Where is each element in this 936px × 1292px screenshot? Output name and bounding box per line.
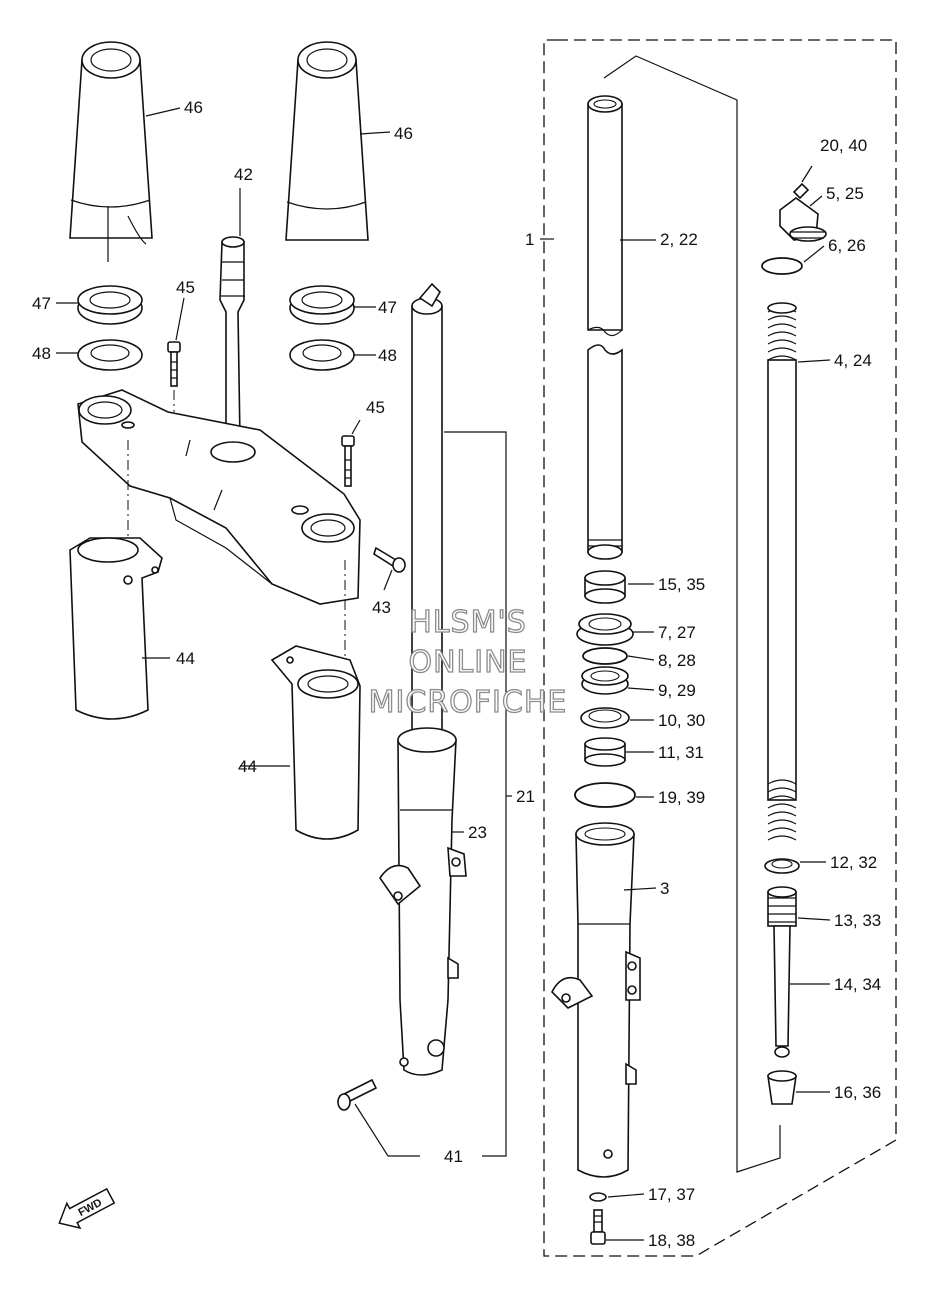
callout-45b: 45 — [366, 398, 385, 417]
fork-cover-upper-left — [69, 41, 153, 262]
callout-6-26: 6, 26 — [828, 236, 866, 255]
callout-3: 3 — [660, 879, 669, 898]
callout-41: 41 — [444, 1147, 463, 1166]
callout-7-27: 7, 27 — [658, 623, 696, 642]
callout-21: 21 — [516, 787, 535, 806]
callout-12-32: 12, 32 — [830, 853, 877, 872]
bushing-10 — [580, 707, 630, 729]
callout-48b: 48 — [378, 346, 397, 365]
callout-18-38: 18, 38 — [648, 1231, 695, 1250]
bushing-15 — [584, 570, 626, 604]
washer-9 — [581, 666, 629, 695]
outer-tube-3 — [551, 822, 641, 1178]
callout-44b: 44 — [238, 757, 257, 776]
seal-ring-47-right — [289, 285, 355, 325]
callout-23: 23 — [468, 823, 487, 842]
callout-47b: 47 — [378, 298, 397, 317]
inner-tube-right-lower — [587, 344, 623, 560]
callout-4-24: 4, 24 — [834, 351, 872, 370]
washer-17 — [589, 1192, 607, 1202]
callout-19-39: 19, 39 — [658, 788, 705, 807]
o-ring-19 — [574, 782, 636, 808]
callout-43: 43 — [372, 598, 391, 617]
bracket-41 — [354, 1103, 420, 1157]
under-bracket — [77, 389, 361, 605]
fork-inner-tube-left — [411, 282, 443, 733]
axle-bolt-41 — [337, 1078, 378, 1111]
callout-labels: 46 46 42 47 48 47 48 45 45 43 44 44 21 2… — [32, 98, 881, 1250]
watermark-line-2: ONLINE — [408, 645, 527, 680]
bracket-21 — [444, 431, 507, 1157]
callout-20-40: 20, 40 — [820, 136, 867, 155]
callout-13-33: 13, 33 — [834, 911, 881, 930]
callout-16-36: 16, 36 — [834, 1083, 881, 1102]
fork-cover-upper-right — [285, 41, 369, 241]
callout-2-22: 2, 22 — [660, 230, 698, 249]
callout-14-34: 14, 34 — [834, 975, 881, 994]
fork-cover-lower-left — [69, 537, 163, 720]
callout-10-30: 10, 30 — [658, 711, 705, 730]
callout-5-25: 5, 25 — [826, 184, 864, 203]
watermark: HLSM'S ONLINE MICROFICHE — [368, 604, 568, 720]
bolt-45-left — [167, 341, 181, 387]
cap-bolt-5 — [779, 197, 827, 242]
steering-stem — [219, 236, 245, 441]
pinch-bolt-43 — [373, 546, 406, 573]
forward-direction-arrow: FWD — [58, 1187, 116, 1230]
washer-48-left — [77, 339, 143, 371]
callout-1: 1 — [525, 230, 534, 249]
callout-42: 42 — [234, 165, 253, 184]
callout-46a: 46 — [184, 98, 203, 117]
callout-47a: 47 — [32, 294, 51, 313]
bolt-18 — [590, 1209, 606, 1245]
callout-9-29: 9, 29 — [658, 681, 696, 700]
damper-rod-14 — [773, 925, 791, 1058]
spacer-12 — [764, 858, 800, 874]
clip-8 — [582, 647, 628, 665]
fork-spring-4 — [767, 302, 797, 841]
bolt-45-right — [341, 435, 355, 487]
bushing-11 — [584, 737, 626, 767]
rebound-spring-13 — [767, 886, 797, 927]
callout-44a: 44 — [176, 649, 195, 668]
oil-seal-7 — [576, 613, 634, 646]
fork-outer-tube-left — [379, 727, 467, 1076]
seal-ring-47-left — [77, 285, 143, 325]
taper-spindle-16 — [767, 1070, 797, 1105]
washer-48-right — [289, 339, 355, 371]
watermark-line-1: HLSM'S — [409, 605, 527, 640]
callout-46b: 46 — [394, 124, 413, 143]
o-ring-6 — [761, 257, 803, 275]
adjuster-20 — [792, 182, 810, 200]
assembly-bracket-line — [603, 55, 781, 1173]
callout-15-35: 15, 35 — [658, 575, 705, 594]
fork-cover-lower-right — [270, 645, 361, 840]
callout-17-37: 17, 37 — [648, 1185, 695, 1204]
callout-48a: 48 — [32, 344, 51, 363]
callout-11-31: 11, 31 — [658, 743, 704, 762]
callout-8-28: 8, 28 — [658, 651, 696, 670]
inner-tube-right-upper — [587, 95, 623, 337]
leader-lines — [56, 107, 831, 1241]
callout-45a: 45 — [176, 278, 195, 297]
watermark-line-3: MICROFICHE — [369, 685, 568, 720]
